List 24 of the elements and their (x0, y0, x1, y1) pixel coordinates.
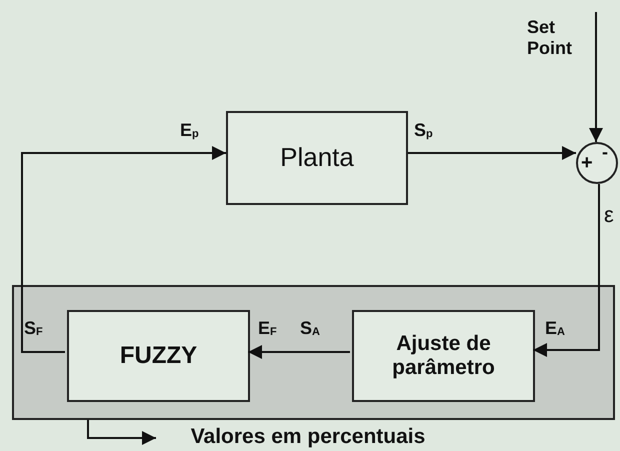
group-panel (12, 285, 615, 420)
arrow (21, 146, 226, 353)
port-label: S$_{p}$ (414, 120, 433, 141)
node-label: Valores em percentuais (190, 424, 426, 450)
process-box (226, 111, 408, 205)
arrow (248, 345, 350, 359)
sign-label: + (581, 152, 593, 175)
summing-junction (576, 142, 618, 184)
port-label: E$_{F}$ (258, 318, 277, 339)
arrow (533, 184, 600, 357)
port-label: E$_{A}$ (545, 318, 565, 339)
node-label: FUZZY (120, 342, 198, 370)
arrow (87, 420, 156, 445)
process-box (67, 310, 250, 402)
arrow (408, 146, 576, 160)
port-label: S$_{A}$ (300, 318, 320, 339)
arrow (589, 12, 603, 142)
port-label: E$_{p}$ (180, 120, 199, 141)
node-label: Ajuste de parâmetro (391, 332, 496, 380)
port-label: S$_{F}$ (24, 318, 43, 339)
process-box (352, 310, 535, 402)
sign-label: - (602, 142, 608, 163)
node-label: Set Point (527, 17, 573, 59)
node-label: Planta (280, 143, 354, 173)
